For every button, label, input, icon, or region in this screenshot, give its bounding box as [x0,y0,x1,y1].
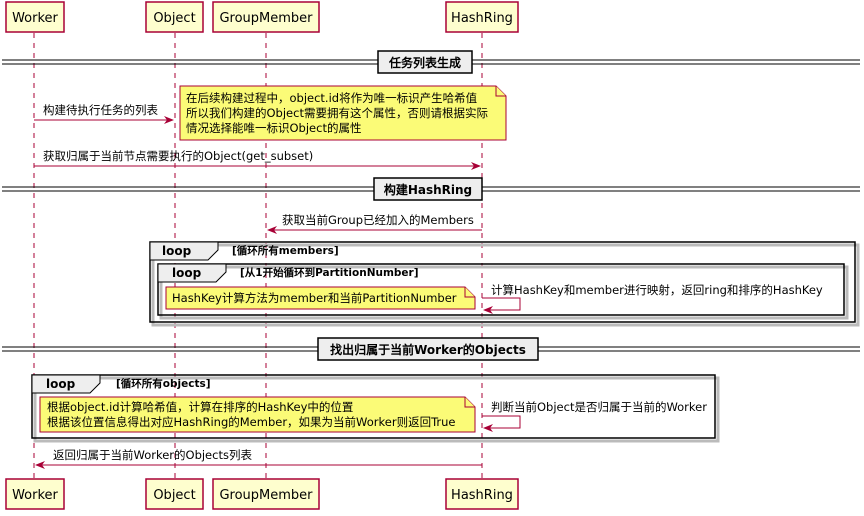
participant-worker-bottom: Worker [5,478,65,510]
participant-label: GroupMember [219,11,313,26]
note-line: HashKey计算方法为member和当前PartitionNumber [172,291,457,305]
participant-label: Worker [12,11,58,26]
note-object-id: 在后续构建过程中，object.id将作为唯一标识产生哈希值 所以我们构建的Ob… [179,85,507,141]
message-get-members: 获取当前Group已经加入的Members [267,213,482,234]
participant-groupmember-bottom: GroupMember [212,478,320,510]
message-compute-hashkey: 计算HashKey和member进行映射，返回ring和排序的HashKey [482,283,823,314]
loop-condition: [从1开始循环到PartitionNumber] [240,266,419,279]
participant-hashring-bottom: HashRing [445,478,519,510]
participant-label: HashRing [451,11,513,26]
loop-members: loop [循环所有members] [149,241,860,327]
message-label: 返回归属于当前Worker的Objects列表 [53,448,252,462]
participant-groupmember-top: GroupMember [212,1,320,33]
loop-partitions: loop [从1开始循环到PartitionNumber] [157,263,849,320]
message-label: 构建待执行任务的列表 [43,103,158,117]
message-label: 获取当前Group已经加入的Members [282,213,474,227]
loop-keyword: loop [46,377,76,391]
message-build-task-list: 构建待执行任务的列表 [34,103,174,124]
participant-label: HashRing [451,488,513,503]
message-check-ownership: 判断当前Object是否归属于当前的Worker [482,400,707,432]
participant-hashring-top: HashRing [445,1,519,33]
loop-keyword: loop [172,266,202,280]
loop-keyword: loop [162,244,192,258]
participant-worker-top: Worker [5,1,65,33]
participant-object-bottom: Object [145,478,204,510]
loop-condition: [循环所有members] [232,244,339,257]
separator-label: 找出归属于当前Worker的Objects [330,342,526,357]
participant-label: GroupMember [219,488,313,503]
note-line: 根据object.id计算哈希值，计算在排序的HashKey中的位置 [47,400,353,414]
loop-objects: loop [循环所有objects] [31,374,720,443]
loop-condition: [循环所有objects] [116,377,211,390]
message-return-objects: 返回归属于当前Worker的Objects列表 [35,448,482,469]
message-get-subset: 获取归属于当前节点需要执行的Object(get_subset) [34,149,481,170]
separator-task-list: 任务列表生成 [2,50,860,74]
participant-object-top: Object [145,1,204,33]
separator-label: 任务列表生成 [388,55,461,70]
note-line: 情况选择能唯一标识Object的属性 [186,121,361,135]
separator-label: 构建HashRing [384,182,472,197]
message-label: 判断当前Object是否归属于当前的Worker [491,400,707,414]
participant-label: Worker [12,488,58,503]
note-hashkey-method: HashKey计算方法为member和当前PartitionNumber [165,286,476,310]
note-line: 所以我们构建的Object需要拥有这个属性，否则请根据实际 [186,106,488,120]
note-line: 在后续构建过程中，object.id将作为唯一标识产生哈希值 [186,91,478,105]
message-label: 获取归属于当前节点需要执行的Object(get_subset) [43,149,313,163]
separator-build-hashring: 构建HashRing [2,177,860,201]
separator-find-objects: 找出归属于当前Worker的Objects [2,337,860,361]
note-object-hash: 根据object.id计算哈希值，计算在排序的HashKey中的位置 根据该位置… [39,396,476,433]
participant-label: Object [153,11,195,26]
message-label: 计算HashKey和member进行映射，返回ring和排序的HashKey [491,283,823,297]
note-line: 根据该位置信息得出对应HashRing的Member，如果为当前Worker则返… [47,415,456,429]
participant-label: Object [153,488,195,503]
